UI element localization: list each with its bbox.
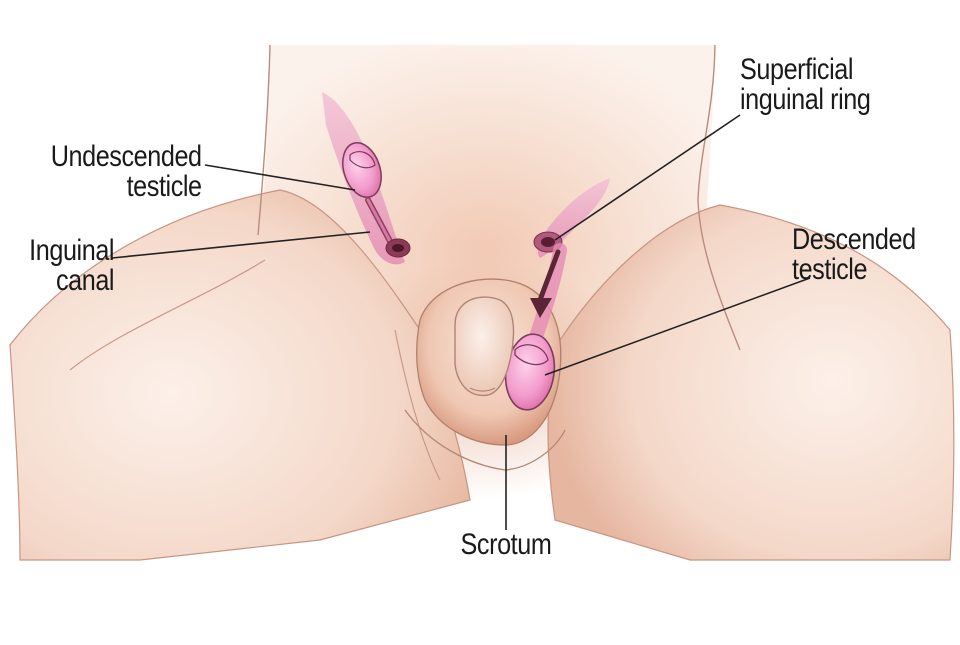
label-undescended-testicle: Undescended testicle [51, 142, 202, 202]
label-scrotum-line1: Scrotum [460, 528, 552, 561]
label-descended-testicle-line1: Descended [792, 223, 916, 256]
leader-inguinal-canal [111, 231, 371, 259]
label-inguinal-canal-line2: canal [55, 264, 115, 297]
penis-shape [454, 296, 515, 397]
label-descended-testicle: Descended testicle [792, 225, 916, 285]
label-scrotum: Scrotum [439, 530, 573, 560]
leader-descended-testicle [544, 277, 811, 376]
leader-superficial-ring [554, 114, 741, 241]
leader-undescended-testicle [204, 164, 356, 191]
label-superficial-inguinal-ring-line1: Superficial [740, 53, 854, 86]
descent-arrow [537, 249, 561, 303]
label-inguinal-canal: Inguinal canal [29, 236, 114, 296]
label-undescended-testicle-line2: testicle [126, 170, 202, 203]
label-descended-testicle-line2: testicle [792, 253, 868, 286]
label-inguinal-canal-line1: Inguinal [29, 234, 114, 267]
undescended-testicle-shape [342, 142, 382, 198]
label-superficial-inguinal-ring-line2: inguinal ring [740, 83, 871, 116]
label-undescended-testicle-line1: Undescended [51, 140, 202, 173]
label-superficial-inguinal-ring: Superficial inguinal ring [740, 53, 871, 116]
